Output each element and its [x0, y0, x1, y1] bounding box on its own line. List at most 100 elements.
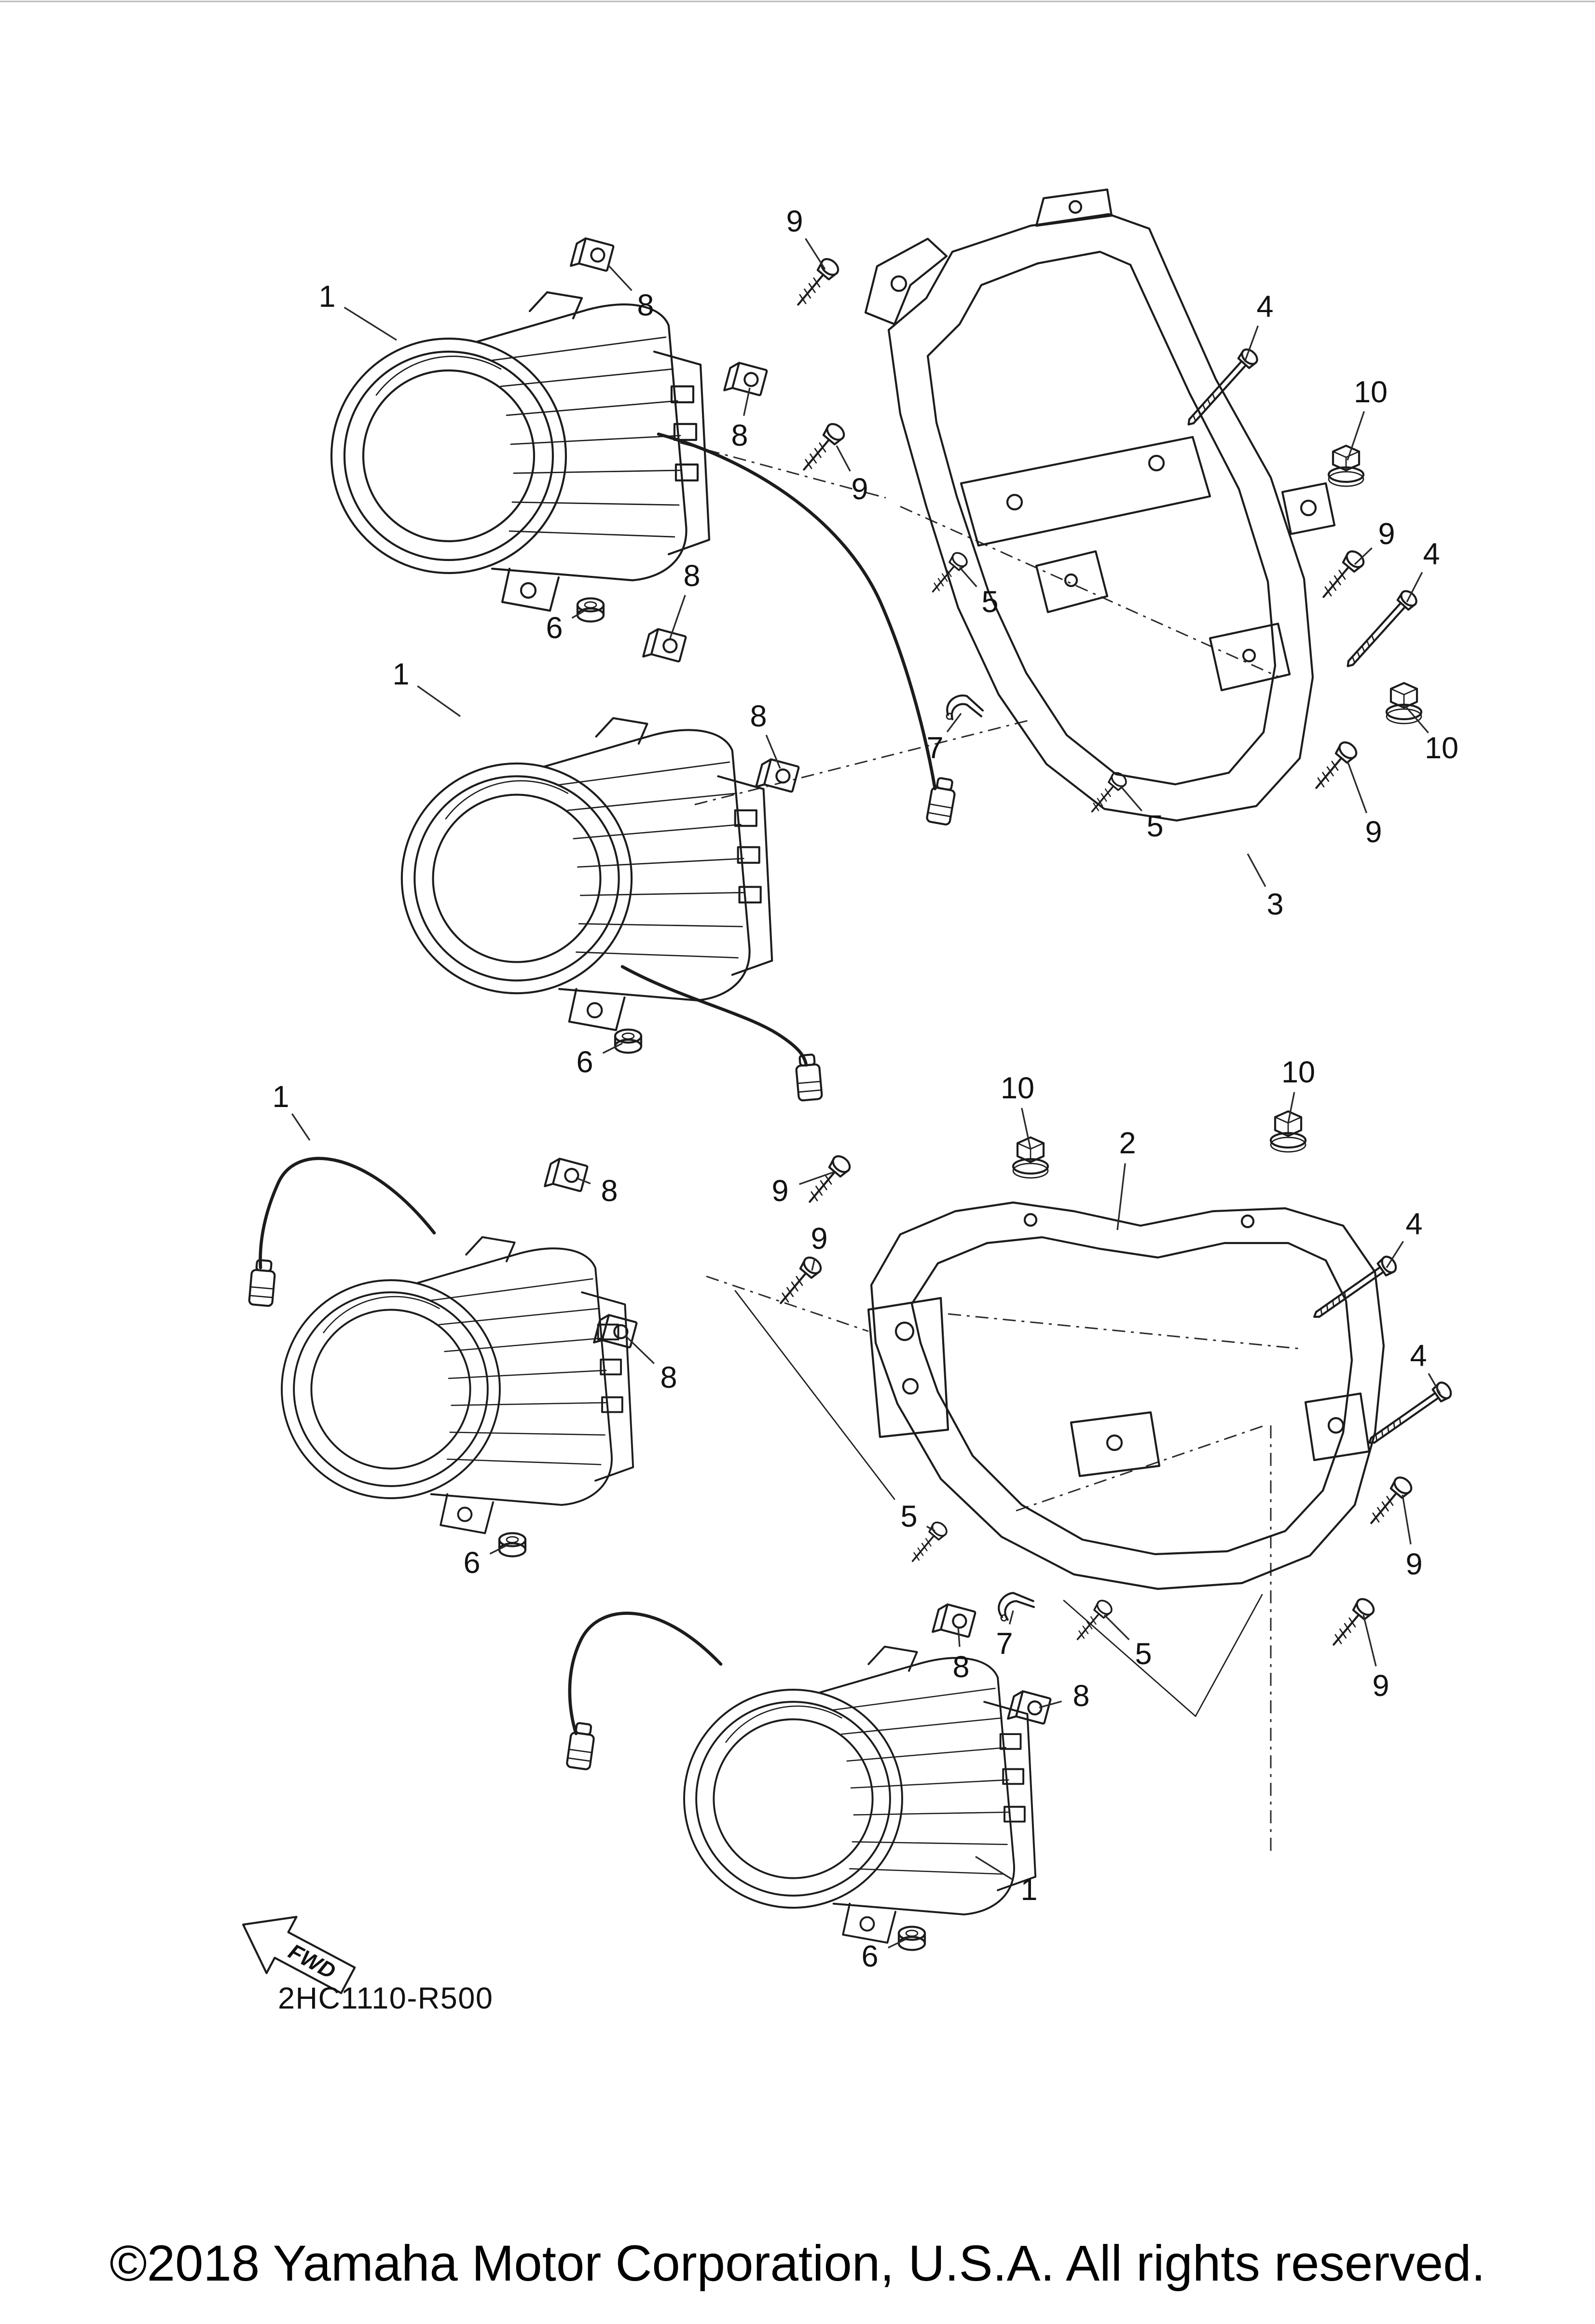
callout-leader — [1347, 761, 1368, 814]
callout-label-4: 4 — [1405, 1207, 1422, 1241]
nut-6 — [499, 1533, 525, 1557]
callout-label-6: 6 — [463, 1546, 480, 1580]
screw-9 — [773, 1255, 824, 1310]
clip-8 — [724, 361, 767, 399]
clip-8 — [545, 1157, 588, 1195]
callout-leader — [1119, 785, 1142, 812]
callout-label-8: 8 — [660, 1361, 677, 1394]
callout-leader — [1103, 1614, 1130, 1640]
callout-leader — [959, 566, 977, 588]
callout-label-8: 8 — [731, 419, 748, 452]
callout-leader — [576, 1177, 591, 1185]
callout-label-8: 8 — [750, 699, 767, 733]
callout-leader — [571, 610, 585, 619]
clip-8 — [933, 1602, 976, 1641]
callout-leader — [799, 1171, 834, 1185]
callout-leader — [1116, 1163, 1126, 1230]
callout-leader — [489, 1545, 507, 1555]
clip-8 — [643, 627, 686, 666]
nut-6 — [578, 599, 604, 622]
screw-9 — [1309, 739, 1359, 794]
callout-label-1: 1 — [1020, 1873, 1037, 1907]
callout-leader — [1354, 547, 1373, 565]
callout-label-9: 9 — [786, 205, 803, 238]
callout-label-5: 5 — [981, 585, 998, 619]
callout-leader — [811, 1258, 816, 1271]
construction-lines — [680, 442, 1300, 1852]
callout-label-1: 1 — [392, 657, 409, 691]
wiring-harnesses — [249, 432, 957, 1770]
callout-label-5: 5 — [1146, 809, 1163, 843]
callout-label-7: 7 — [926, 731, 943, 765]
callout-label-9: 9 — [771, 1174, 788, 1208]
connector-plug — [795, 1054, 822, 1101]
callout-leader — [1039, 1700, 1062, 1709]
callout-leader — [291, 1113, 311, 1141]
callout-leader — [669, 595, 686, 639]
clip-8 — [1008, 1689, 1051, 1728]
screw-9 — [791, 256, 841, 311]
callout-label-6: 6 — [546, 611, 563, 645]
callout-leader — [344, 306, 397, 341]
callout-leader — [957, 1626, 961, 1647]
connector-plug — [249, 1259, 276, 1306]
callout-leader — [624, 1335, 655, 1364]
callout-leader — [946, 713, 962, 733]
callout-label-4: 4 — [1256, 290, 1273, 324]
callout-label-1: 1 — [272, 1080, 289, 1114]
callout-label-9: 9 — [811, 1222, 827, 1256]
clip-7 — [994, 1587, 1036, 1622]
callout-label-8: 8 — [1072, 1679, 1089, 1713]
screw-9 — [797, 421, 847, 476]
nut-6 — [899, 1927, 925, 1950]
callout-leader — [602, 1042, 623, 1054]
callout-leader — [1362, 1614, 1377, 1667]
callout-leader — [1247, 853, 1266, 887]
callout-leader — [1402, 1494, 1412, 1545]
callout-label-1: 1 — [318, 280, 335, 314]
callout-leader — [417, 685, 461, 717]
callout-leader — [1244, 325, 1259, 362]
callout-leader — [975, 1856, 1013, 1880]
callout-leader — [888, 1938, 907, 1949]
callout-leader — [743, 387, 751, 416]
mounting-bracket-3 — [864, 188, 1336, 822]
flange-bolt-10 — [1271, 1111, 1306, 1152]
headlight-unit-2 — [402, 718, 772, 1030]
screw-9 — [1326, 1596, 1376, 1651]
callout-leader — [765, 735, 781, 769]
callout-label-4: 4 — [1410, 1339, 1427, 1373]
callout-label-9: 9 — [1372, 1669, 1389, 1703]
flange-bolt-10 — [1329, 446, 1363, 486]
callout-leader — [1287, 1092, 1295, 1123]
part-code: 2HC1110-R500 — [278, 1982, 493, 2015]
screw-5 — [1071, 1597, 1115, 1645]
callout-label-10: 10 — [1281, 1055, 1315, 1089]
callout-label-10: 10 — [1001, 1071, 1034, 1105]
callout-leader — [1386, 1241, 1404, 1268]
headlight-unit-1 — [331, 292, 709, 611]
callout-label-5: 5 — [900, 1500, 917, 1533]
callout-leader — [1347, 411, 1365, 461]
callout-label-8: 8 — [637, 288, 654, 322]
callout-label-6: 6 — [576, 1045, 593, 1079]
callout-label-3: 3 — [1266, 888, 1283, 921]
callout-leader — [836, 445, 851, 472]
callout-leader — [1406, 572, 1423, 602]
callout-leader — [607, 264, 632, 291]
bolt-4 — [1309, 1254, 1399, 1324]
callout-label-9: 9 — [1378, 517, 1395, 551]
callout-label-9: 9 — [851, 472, 868, 506]
flange-bolt-10 — [1013, 1137, 1048, 1178]
callout-label-10: 10 — [1425, 731, 1458, 765]
connector-plug — [566, 1722, 595, 1770]
callout-label-7: 7 — [996, 1627, 1013, 1661]
callout-leader — [1404, 705, 1429, 734]
callout-label-10: 10 — [1354, 375, 1388, 409]
callout-label-6: 6 — [861, 1940, 878, 1973]
callout-leader — [926, 1525, 935, 1532]
callout-label-9: 9 — [1405, 1547, 1422, 1581]
nut-6 — [615, 1030, 641, 1053]
callout-label-8: 8 — [952, 1650, 969, 1684]
